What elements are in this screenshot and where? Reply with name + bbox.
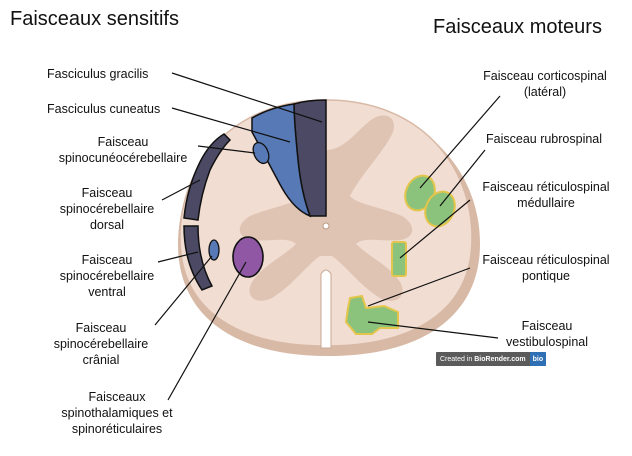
dorsal-spinocerebellar-tract bbox=[183, 133, 232, 221]
label-reticulospinal-pontine: Faisceau réticulospinal pontique bbox=[466, 252, 626, 284]
anterior-median-fissure bbox=[320, 269, 332, 349]
label-line: dorsal bbox=[89, 218, 125, 232]
label-line: crânial bbox=[82, 353, 120, 367]
fasciculus-cuneatus-tract bbox=[251, 103, 312, 218]
label-line: spinocérebellaire bbox=[53, 337, 149, 351]
label-line: Faisceau bbox=[81, 253, 133, 267]
label-line: spinothalamiques et bbox=[61, 406, 173, 420]
label-line: spinocunéocérebellaire bbox=[58, 151, 188, 165]
leader-dorsal bbox=[161, 179, 201, 201]
label-line: Faisceau bbox=[75, 321, 127, 335]
label-line: Faisceau réticulospinal bbox=[482, 253, 610, 267]
leader-cuneatus bbox=[171, 107, 291, 143]
label-line: ventral bbox=[88, 285, 126, 299]
label-line: spinocérebellaire bbox=[59, 202, 155, 216]
label-corticospinal: Faisceau corticospinal (latéral) bbox=[470, 68, 620, 100]
spinocuneocerebellar-tract bbox=[252, 141, 270, 165]
leader-reticulo-med bbox=[399, 199, 471, 259]
label-cranial-spinocerebellar: Faisceau spinocérebellaire crânial bbox=[36, 320, 166, 368]
label-ventral-spinocerebellar: Faisceau spinocérebellaire ventral bbox=[42, 252, 172, 300]
label-line: vestibulospinal bbox=[506, 335, 588, 349]
medullary-reticulospinal-tract bbox=[391, 241, 407, 277]
leader-corticospinal bbox=[419, 95, 501, 189]
label-spinothalamic: Faisceaux spinothalamiques et spinorétic… bbox=[42, 389, 192, 437]
badge-prefix: Created in bbox=[440, 355, 475, 363]
leader-lines-right bbox=[367, 95, 501, 339]
label-line: Faisceau corticospinal bbox=[483, 69, 607, 83]
label-vestibulospinal: Faisceau vestibulospinal bbox=[492, 318, 602, 350]
leader-ventral bbox=[157, 251, 199, 263]
badge-text: Created in BioRender.com bbox=[436, 356, 530, 363]
leader-spinocuneo bbox=[197, 145, 256, 154]
biorender-badge[interactable]: Created in BioRender.com bio bbox=[436, 352, 547, 366]
label-line: Faisceau bbox=[97, 135, 149, 149]
label-line: Faisceau bbox=[521, 319, 573, 333]
leader-spinothal bbox=[167, 261, 247, 401]
motor-tracts-title: Faisceaux moteurs bbox=[433, 16, 602, 38]
label-line: Faisceau bbox=[81, 186, 133, 200]
label-line: (latéral) bbox=[523, 85, 567, 99]
biorender-logo-icon: bio bbox=[529, 352, 547, 366]
label-fasciculus-gracilis: Fasciculus gracilis bbox=[47, 67, 149, 81]
label-fasciculus-cuneatus: Fasciculus cuneatus bbox=[47, 102, 161, 116]
label-line: spinoréticulaires bbox=[71, 422, 163, 436]
leader-rubrospinal bbox=[439, 149, 486, 207]
label-line: Faisceau réticulospinal bbox=[482, 180, 610, 194]
leader-vestibulo bbox=[367, 321, 499, 339]
sensory-tracts-title: Faisceaux sensitifs bbox=[10, 8, 179, 30]
spinothalamic-tract bbox=[232, 236, 264, 278]
cranial-spinocerebellar-tract bbox=[208, 239, 220, 261]
label-line: spinocérebellaire bbox=[59, 269, 155, 283]
label-spinocuneocerebellar: Faisceau spinocunéocérebellaire bbox=[48, 134, 198, 166]
label-reticulospinal-medullary: Faisceau réticulospinal médullaire bbox=[466, 179, 626, 211]
leader-lines-left bbox=[154, 72, 323, 401]
central-canal bbox=[322, 222, 330, 230]
label-line: Faisceaux bbox=[88, 390, 146, 404]
label-rubrospinal: Faisceau rubrospinal bbox=[486, 132, 603, 146]
leader-cranial bbox=[154, 255, 213, 326]
label-line: pontique bbox=[522, 269, 570, 283]
leader-reticulo-pont bbox=[367, 267, 471, 307]
badge-brand: BioRender.com bbox=[474, 355, 526, 363]
ventral-spinocerebellar-tract bbox=[183, 225, 214, 291]
label-line: médullaire bbox=[517, 196, 575, 210]
leader-gracilis bbox=[171, 72, 323, 123]
label-dorsal-spinocerebellar: Faisceau spinocérebellaire dorsal bbox=[42, 185, 172, 233]
